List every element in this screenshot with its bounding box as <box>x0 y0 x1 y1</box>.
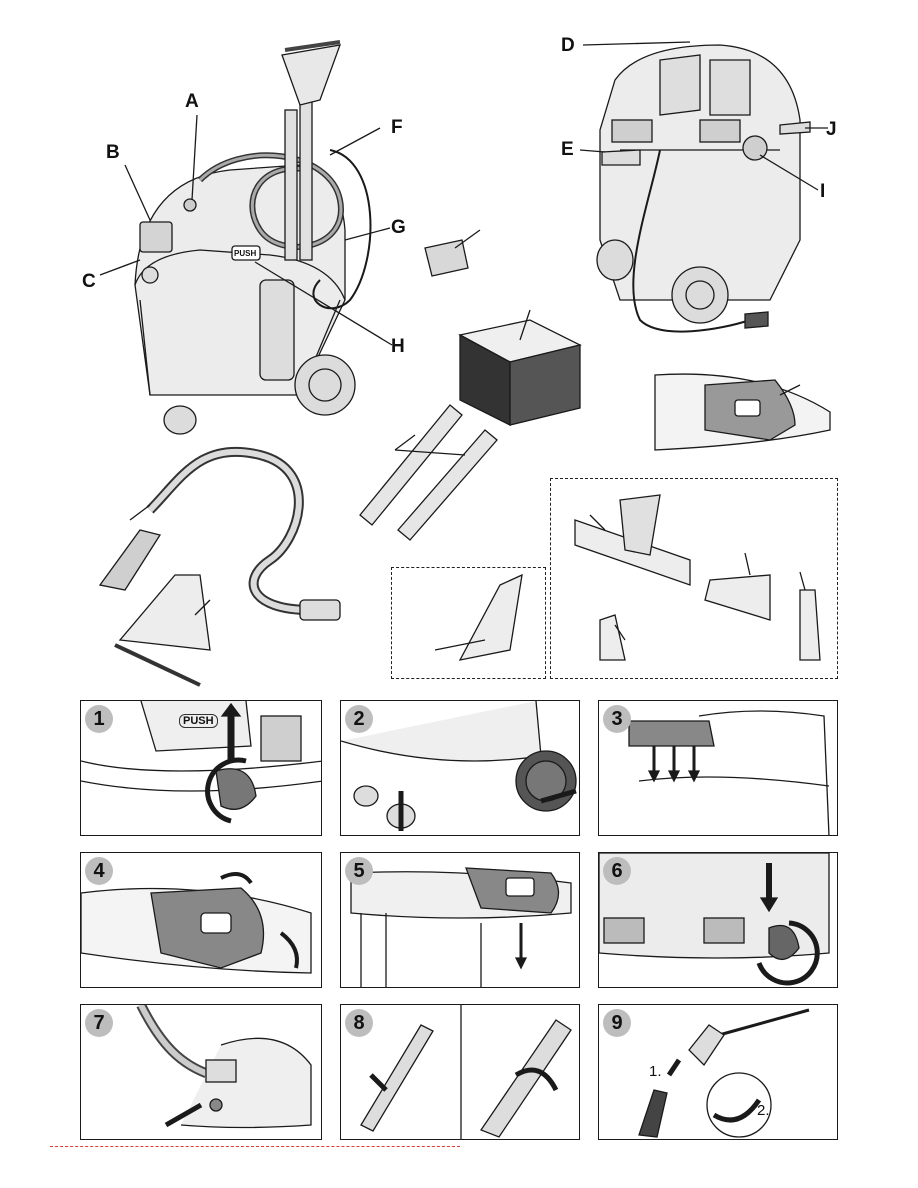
label-c: C <box>82 272 96 291</box>
label-d: D <box>561 36 575 55</box>
extension-tubes <box>360 405 497 540</box>
step-number-badge: 1 <box>85 705 113 733</box>
push-button-label: PUSH <box>179 714 218 728</box>
step-3-panel: 3 <box>598 700 838 836</box>
label-a: A <box>185 92 199 111</box>
step-number-badge: 9 <box>603 1009 631 1037</box>
step-number-badge: 6 <box>603 857 631 885</box>
optional-accessories-dashed-frame <box>550 478 838 679</box>
label-g: G <box>391 218 406 237</box>
step-number-badge: 7 <box>85 1009 113 1037</box>
step-7-panel: 7 <box>80 1004 322 1140</box>
optional-nozzle-dashed-frame <box>391 567 546 679</box>
cartridge-filter <box>460 310 580 425</box>
step-2-panel: 2 <box>340 700 580 836</box>
step-9-panel: 1. 2. 9 <box>598 1004 838 1140</box>
label-e: E <box>561 140 574 159</box>
step-number-badge: 4 <box>85 857 113 885</box>
flat-filter-disc <box>655 374 830 450</box>
step-9-mark-2: 2. <box>757 1102 770 1119</box>
small-filter-pad <box>425 240 468 276</box>
step-6-panel: 6 <box>598 852 838 988</box>
upholstery-nozzle <box>115 575 210 685</box>
label-h: H <box>391 337 405 356</box>
vacuum-cleaner-front-view <box>135 42 370 434</box>
step-4-panel: 4 <box>80 852 322 988</box>
label-i: I <box>820 182 825 201</box>
spray-hose-assembly <box>100 452 340 620</box>
label-f: F <box>391 118 403 137</box>
step-9-mark-1: 1. <box>649 1063 662 1080</box>
step-number-badge: 3 <box>603 705 631 733</box>
label-j: J <box>826 120 837 139</box>
footer-dashed-line <box>50 1146 460 1147</box>
step-number-badge: 5 <box>345 857 373 885</box>
step-8-panel: 8 <box>340 1004 580 1140</box>
label-b: B <box>106 143 120 162</box>
step-5-panel: 5 <box>340 852 580 988</box>
push-button-label: PUSH <box>234 249 256 258</box>
vacuum-cleaner-rear-view <box>597 45 810 332</box>
step-1-panel: PUSH 1 <box>80 700 322 836</box>
step-number-badge: 2 <box>345 705 373 733</box>
step-number-badge: 8 <box>345 1009 373 1037</box>
